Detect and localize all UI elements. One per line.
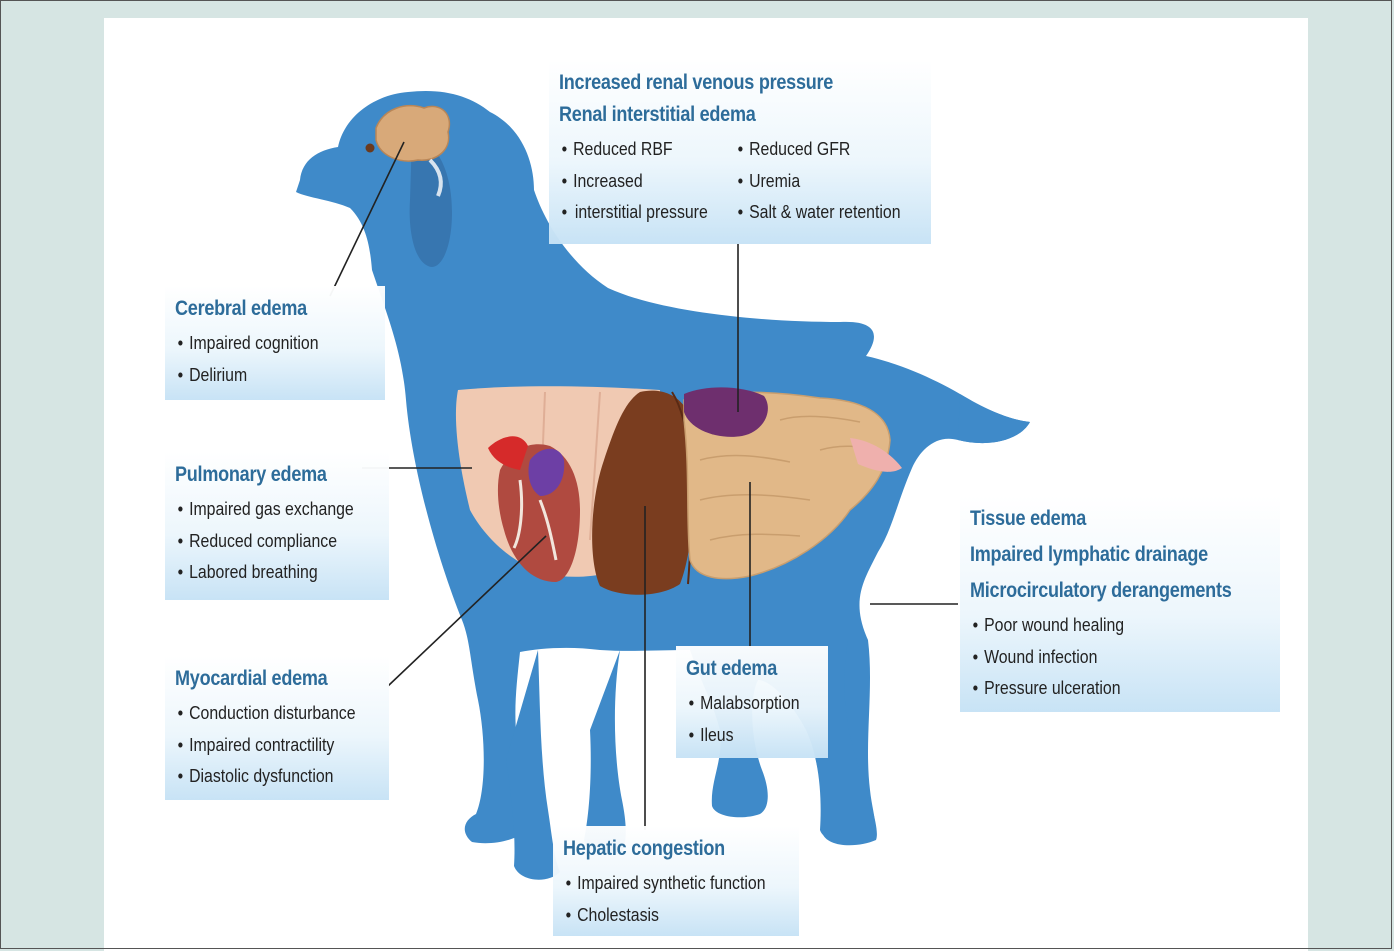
callout-pulmonary-title: Pulmonary edema	[175, 458, 350, 492]
callout-renal-title-2: Renal interstitial edema	[559, 98, 870, 132]
myocardial-item: Diastolic dysfunction	[175, 761, 355, 793]
tissue-item: Poor wound healing	[970, 610, 1234, 642]
callout-gut: Gut edema Malabsorption Ileus	[676, 646, 828, 758]
callout-myocardial: Myocardial edema Conduction disturbance …	[165, 656, 389, 800]
callout-hepatic-title: Hepatic congestion	[563, 832, 757, 866]
gut-item: Malabsorption	[686, 688, 802, 720]
pulmonary-item: Impaired gas exchange	[175, 494, 355, 526]
callout-renal-title-1: Increased renal venous pressure	[559, 66, 870, 100]
renal-item: Salt & water retention	[735, 197, 901, 229]
callout-tissue-title-2: Impaired lymphatic drainage	[970, 538, 1228, 572]
hepatic-item: Cholestasis	[563, 900, 762, 932]
callout-gut-title: Gut edema	[686, 652, 800, 686]
cerebral-item: Impaired cognition	[175, 328, 351, 360]
renal-item: Increased	[559, 166, 707, 198]
pulmonary-item: Labored breathing	[175, 557, 355, 589]
cerebral-item: Delirium	[175, 360, 351, 392]
callout-cerebral: Cerebral edema Impaired cognition Deliri…	[165, 286, 385, 400]
gut-item: Ileus	[686, 720, 802, 752]
renal-item: interstitial pressure	[559, 197, 707, 229]
callout-cerebral-title: Cerebral edema	[175, 292, 347, 326]
myocardial-item: Impaired contractility	[175, 730, 355, 762]
dog-eye	[366, 144, 375, 153]
tissue-item: Wound infection	[970, 642, 1234, 674]
callout-hepatic: Hepatic congestion Impaired synthetic fu…	[553, 826, 799, 936]
renal-item: Reduced GFR	[735, 134, 901, 166]
callout-renal: Increased renal venous pressure Renal in…	[549, 60, 931, 244]
callout-tissue: Tissue edema Impaired lymphatic drainage…	[960, 496, 1280, 712]
hepatic-item: Impaired synthetic function	[563, 868, 762, 900]
callout-tissue-title-1: Tissue edema	[970, 502, 1228, 536]
brain	[376, 106, 449, 161]
callout-tissue-title-3: Microcirculatory derangements	[970, 574, 1228, 608]
callout-myocardial-title: Myocardial edema	[175, 662, 350, 696]
renal-item: Reduced RBF	[559, 134, 707, 166]
tissue-item: Pressure ulceration	[970, 673, 1234, 705]
renal-item: Uremia	[735, 166, 901, 198]
myocardial-item: Conduction disturbance	[175, 698, 355, 730]
callout-pulmonary: Pulmonary edema Impaired gas exchange Re…	[165, 452, 389, 600]
pulmonary-item: Reduced compliance	[175, 526, 355, 558]
